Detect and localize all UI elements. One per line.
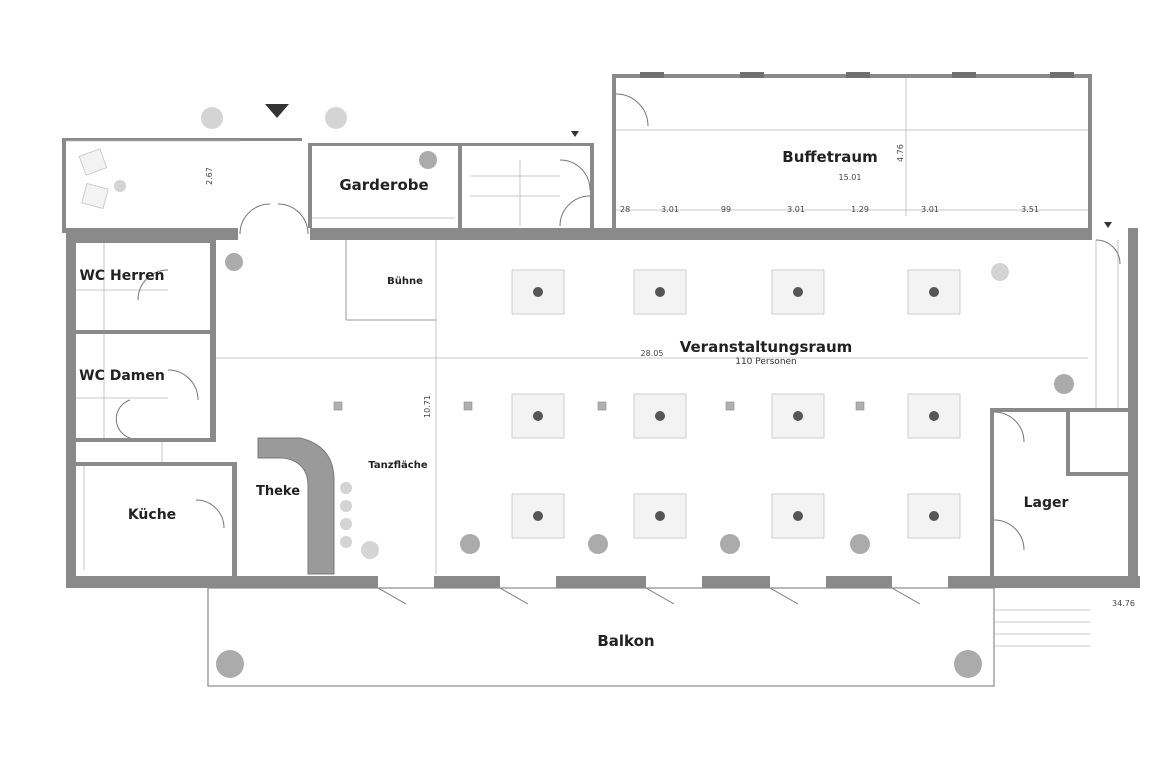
buehne-label: Bühne — [387, 276, 423, 287]
segment-dimension-1: 28 — [620, 205, 630, 214]
veranstaltungsraum-label: Veranstaltungsraum — [680, 338, 853, 356]
segment-dimension-5: 1.29 — [851, 205, 869, 214]
buffet-length-dimension: 15.01 — [839, 173, 862, 182]
veranstaltungsraum-capacity: 110 Personen — [735, 357, 797, 367]
wc-damen-label: WC Damen — [79, 368, 165, 384]
segment-dimension-2: 3.01 — [661, 205, 679, 214]
balkon-label: Balkon — [597, 632, 654, 650]
exterior-steps: 34.76 — [994, 599, 1135, 647]
balkon-area: Balkon — [207, 587, 995, 687]
theke-label: Theke — [256, 484, 300, 499]
table-row — [511, 269, 961, 315]
total-length-dimension: 34.76 — [1112, 599, 1135, 608]
buehne-stage: Bühne — [216, 240, 1088, 574]
segment-dimension-3: 99 — [721, 205, 731, 214]
lager-room: Lager — [990, 408, 1128, 576]
right-corridor — [1095, 222, 1121, 408]
stair-block — [462, 131, 594, 231]
exterior-trees-top — [201, 104, 347, 129]
segment-dimension-4: 3.01 — [787, 205, 805, 214]
main-hall-walls — [66, 203, 1140, 605]
lager-label: Lager — [1024, 495, 1069, 511]
wc-block: WC Herren WC Damen — [76, 240, 216, 442]
tanzflaeche-label: Tanzfläche — [368, 460, 427, 471]
hall-depth-dimension: 10.71 — [423, 395, 432, 418]
garderobe-room: Garderobe — [308, 143, 462, 233]
wc-herren-label: WC Herren — [79, 268, 164, 284]
segment-dimension-7: 3.51 — [1021, 205, 1039, 214]
entrance-area: 2.67 — [62, 138, 302, 233]
table-row — [511, 493, 961, 539]
hall-length-dimension: 28.05 — [641, 349, 664, 358]
marker-arrow-icon — [1104, 222, 1112, 228]
entrance-arrow-icon — [265, 104, 289, 118]
buffetraum-room: Buffetraum 15.01 4.76 28 3.01 99 3.01 1.… — [612, 72, 1092, 232]
kueche-room: Küche — [76, 442, 237, 578]
buffet-depth-dimension: 4.76 — [896, 144, 905, 162]
banquet-tables — [225, 253, 1074, 559]
table-row — [511, 393, 961, 439]
buffetraum-label: Buffetraum — [782, 148, 877, 166]
kueche-label: Küche — [128, 507, 176, 523]
marker-arrow-icon — [571, 131, 579, 137]
entrance-depth-dimension: 2.67 — [205, 167, 214, 185]
tanzflaeche-area: Tanzfläche 10.71 — [333, 395, 432, 471]
garderobe-label: Garderobe — [339, 176, 428, 194]
theke-counter: Theke — [256, 437, 352, 575]
segment-dimension-6: 3.01 — [921, 205, 939, 214]
